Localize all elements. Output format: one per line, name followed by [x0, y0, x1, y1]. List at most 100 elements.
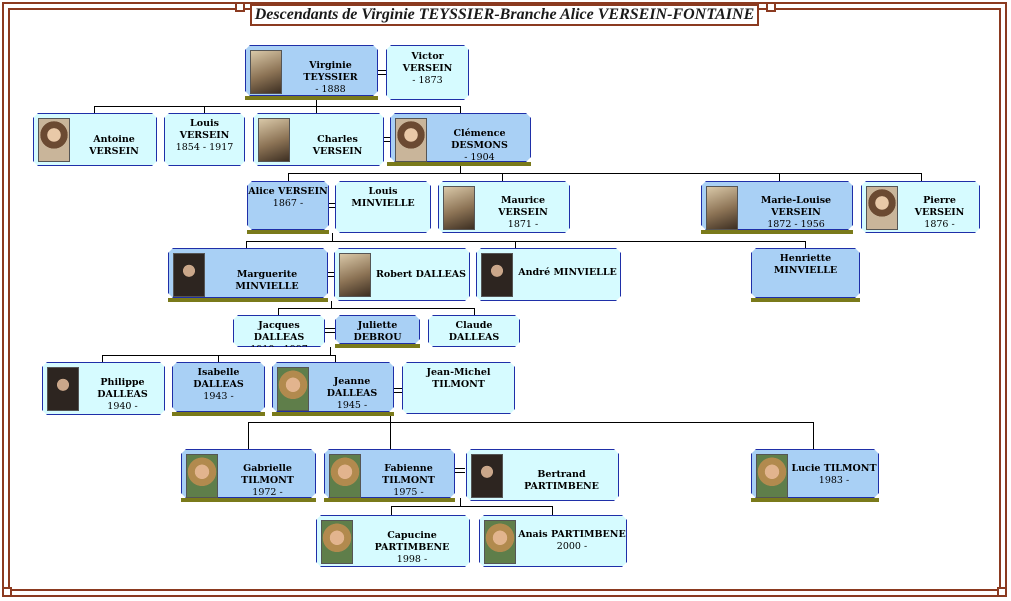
family-connector — [248, 422, 249, 449]
person-name: Anais PARTIMBENE — [518, 529, 626, 540]
family-connector — [552, 506, 553, 515]
family-connector — [332, 233, 333, 241]
family-connector — [278, 308, 279, 315]
family-connector — [460, 106, 461, 113]
person-name: Jean-Michel TILMONT — [426, 367, 491, 390]
person-card-henriette-minvielle[interactable]: Henriette MINVIELLE — [751, 248, 860, 298]
family-connector — [502, 173, 503, 181]
person-name: Gabrielle TILMONT — [241, 463, 294, 486]
family-connector — [94, 106, 461, 107]
person-card-victor-versein[interactable]: Victor VERSEIN- 1873 — [386, 45, 469, 100]
couple-connector — [329, 207, 335, 208]
family-connector — [813, 422, 814, 449]
person-dates: 1854 - 1917 — [175, 142, 234, 153]
person-card-clemence-desmons[interactable]: Clémence DESMONS- 1904 — [390, 113, 531, 162]
person-name: Juliette DEBROU — [353, 320, 402, 343]
person-card-charles-versein[interactable]: Charles VERSEIN — [253, 113, 384, 166]
family-connector — [102, 355, 336, 356]
portrait-photo — [484, 520, 516, 564]
person-name: Clémence DESMONS — [451, 128, 508, 151]
person-name: Fabienne TILMONT — [382, 463, 435, 486]
person-card-robert-dalleas[interactable]: Robert DALLEAS — [334, 248, 470, 301]
couple-connector — [378, 74, 386, 75]
family-connector — [204, 106, 205, 113]
family-connector — [218, 355, 219, 362]
person-card-antoine-versein[interactable]: Antoine VERSEIN — [33, 113, 157, 166]
person-name: Marie-Louise VERSEIN — [760, 195, 832, 218]
family-connector — [391, 506, 392, 515]
portrait-photo — [395, 118, 427, 162]
card-shadow — [751, 298, 860, 302]
portrait-photo — [321, 520, 353, 564]
card-shadow — [751, 498, 879, 502]
person-name: Claude DALLEAS — [448, 320, 500, 343]
person-card-louis-minvielle[interactable]: Louis MINVIELLE — [335, 181, 431, 233]
person-card-virginie-teyssier[interactable]: Virginie TEYSSIER- 1888 — [245, 45, 378, 96]
family-connector — [94, 106, 95, 113]
couple-connector — [455, 468, 465, 469]
frame-corner-ornament — [2, 587, 12, 597]
person-dates: 1876 - — [924, 219, 955, 230]
person-name: André MINVIELLE — [518, 267, 617, 278]
person-dates: 1940 - — [107, 401, 138, 412]
portrait-photo — [258, 118, 290, 162]
person-dates: 1975 - — [393, 487, 424, 498]
portrait-photo — [38, 118, 70, 162]
family-connector — [921, 173, 922, 181]
person-name: Louis VERSEIN — [179, 118, 230, 141]
portrait-photo — [186, 454, 218, 498]
portrait-photo — [329, 454, 361, 498]
family-connector — [390, 414, 391, 422]
family-connector — [515, 241, 516, 248]
family-connector — [102, 355, 103, 362]
couple-connector — [325, 332, 335, 333]
person-name: Alice VERSEIN — [248, 186, 328, 197]
person-card-claude-dalleas[interactable]: Claude DALLEAS — [428, 315, 520, 347]
person-dates: 1872 - 1956 — [767, 219, 825, 230]
card-shadow — [272, 412, 394, 416]
person-card-marguerite-minvielle[interactable]: Marguerite MINVIELLE — [168, 248, 328, 298]
family-connector — [316, 106, 317, 113]
person-card-jean-michel-tilmont[interactable]: Jean-Michel TILMONT — [402, 362, 515, 414]
person-name: Maurice VERSEIN — [498, 195, 548, 218]
family-connector — [330, 347, 331, 355]
portrait-photo — [173, 253, 205, 297]
person-dates: 1943 - — [203, 391, 234, 402]
couple-connector — [325, 328, 335, 329]
portrait-photo — [706, 186, 738, 230]
person-name: Antoine VERSEIN — [89, 134, 139, 157]
frame-corner-ornament — [766, 2, 776, 12]
person-name: Virginie TEYSSIER — [303, 60, 358, 83]
person-name: Robert DALLEAS — [375, 269, 467, 280]
person-name: Lucie TILMONT — [791, 463, 877, 474]
family-connector — [460, 165, 461, 173]
couple-connector — [455, 472, 465, 473]
card-shadow — [172, 412, 265, 416]
portrait-photo — [339, 253, 371, 297]
person-card-bertrand-partimbene[interactable]: Bertrand PARTIMBENE — [466, 449, 619, 501]
couple-connector — [394, 392, 402, 393]
couple-connector — [329, 203, 335, 204]
person-name: Capucine PARTIMBENE — [374, 530, 450, 553]
card-shadow — [245, 96, 378, 100]
person-card-andre-minvielle[interactable]: André MINVIELLE — [476, 248, 621, 301]
person-name: Pierre VERSEIN — [914, 195, 965, 218]
person-dates: - 1904 — [464, 152, 495, 163]
couple-connector — [384, 137, 390, 138]
